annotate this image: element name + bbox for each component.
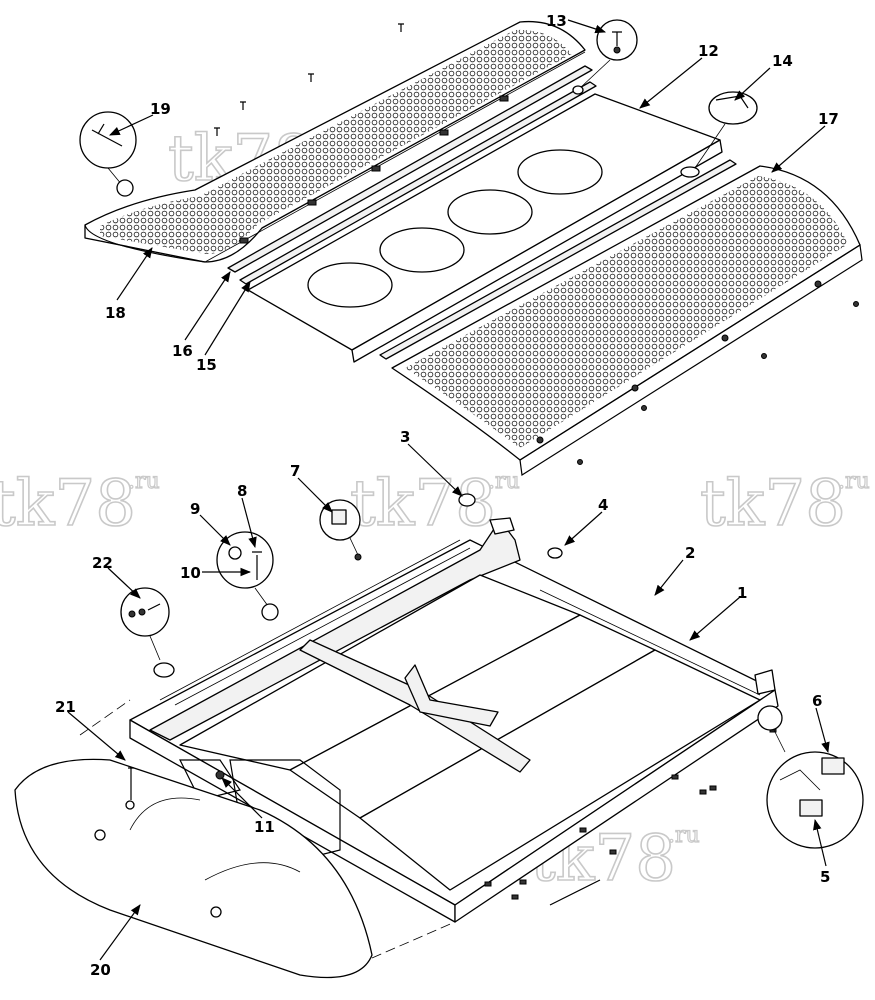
detail-bolt-19: [79, 111, 137, 197]
small-part-3-4-21: [125, 493, 563, 810]
end-cover: [14, 699, 456, 979]
callout-20: 20: [90, 961, 111, 979]
callout-12: 12: [698, 42, 719, 60]
left-curved-grille: [84, 20, 586, 263]
callout-17: 17: [818, 110, 839, 128]
callout-13: 13: [546, 12, 567, 30]
callout-3: 3: [400, 428, 410, 446]
watermark-mid-left: tk78 .ru: [0, 466, 160, 542]
right-curved-grille: [391, 165, 863, 477]
callout-7: 7: [290, 462, 300, 480]
callout-22: 22: [92, 554, 113, 572]
callout-21: 21: [55, 698, 76, 716]
callout-5: 5: [820, 868, 830, 886]
fan-plate: [247, 93, 723, 363]
callout-14: 14: [772, 52, 793, 70]
detail-bracket-5-6: [757, 705, 864, 849]
callout-4: 4: [598, 496, 608, 514]
callout-1: 1: [737, 584, 747, 602]
callout-18: 18: [105, 304, 126, 322]
callout-labels: 1 2 3 4 5 6 7 8 9 10 11 12 13 14 15 16 1…: [55, 12, 839, 979]
detail-bolt-8-9-10: [216, 531, 279, 621]
callout-10: 10: [180, 564, 201, 582]
svg-text:tk78: tk78: [700, 467, 846, 541]
seal-strips: [227, 65, 737, 360]
callout-2: 2: [685, 544, 695, 562]
callout-15: 15: [196, 356, 217, 374]
callout-19: 19: [150, 100, 171, 118]
callout-8: 8: [237, 482, 247, 500]
detail-bolt-22: [120, 587, 175, 678]
callout-6: 6: [812, 692, 822, 710]
svg-text:.ru: .ru: [128, 469, 160, 494]
callout-16: 16: [172, 342, 193, 360]
leader-lines: [67, 19, 830, 961]
svg-text:.ru: .ru: [668, 823, 700, 848]
watermark-mid-right: tk78 .ru: [699, 466, 870, 542]
svg-text:.ru: .ru: [838, 469, 870, 494]
base-frame: [129, 517, 779, 923]
detail-bolt-13: [572, 19, 638, 95]
svg-text:tk78: tk78: [0, 467, 136, 541]
svg-text:tk78: tk78: [350, 467, 496, 541]
svg-text:.ru: .ru: [488, 469, 520, 494]
detail-clip-7: [319, 499, 362, 561]
watermark-bottom-right: tk78 .ru: [529, 821, 700, 897]
callout-11: 11: [254, 818, 275, 836]
callout-9: 9: [190, 500, 200, 518]
